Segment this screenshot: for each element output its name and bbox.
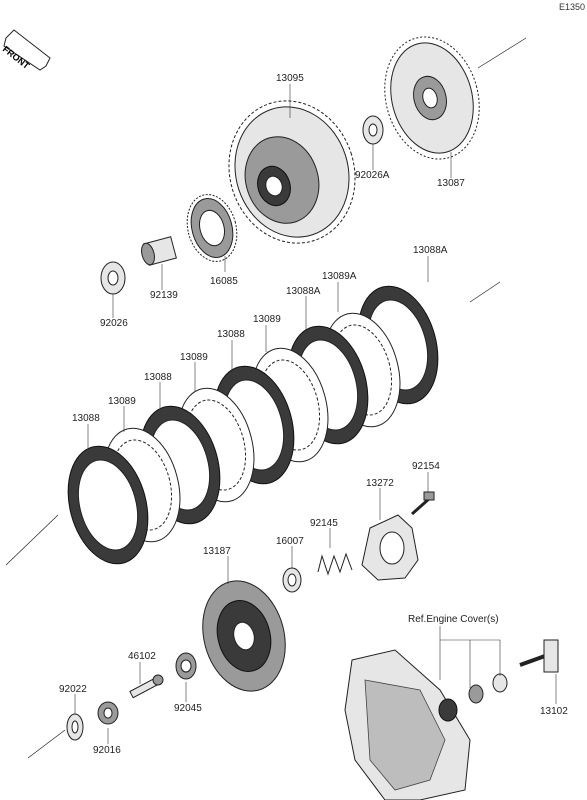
part-label-13089-c[interactable]: 13089	[108, 396, 136, 407]
ref-engine-cover-label[interactable]: Ref.Engine Cover(s)	[408, 614, 499, 625]
part-label-92145[interactable]: 92145	[310, 518, 338, 529]
part-label-13088a[interactable]: 13088A	[286, 286, 321, 297]
part-label-13088-b[interactable]: 13088	[144, 372, 172, 383]
part-label-92026a[interactable]: 92026A	[355, 170, 390, 181]
axis-line-left	[5, 514, 59, 566]
lifter-plate-part	[361, 514, 419, 581]
collar-part	[141, 236, 177, 266]
part-label-13087[interactable]: 13087	[437, 178, 465, 189]
part-label-13102[interactable]: 13102	[540, 706, 568, 717]
ref-bracket-line	[439, 626, 501, 688]
axis-line-top	[477, 37, 527, 69]
outer-washer-part	[66, 713, 84, 741]
part-label-92045[interactable]: 92045	[174, 703, 202, 714]
part-label-92139[interactable]: 92139	[150, 290, 178, 301]
part-label-46102[interactable]: 46102	[128, 651, 156, 662]
washer-92026a-part	[362, 115, 384, 145]
nut-part	[97, 701, 119, 725]
part-label-13272[interactable]: 13272	[366, 478, 394, 489]
primary-gear-part	[384, 36, 480, 160]
axis-line-bottom	[27, 729, 66, 759]
part-label-92016[interactable]: 92016	[93, 745, 121, 756]
part-label-16007[interactable]: 16007	[276, 536, 304, 547]
pushrod-part	[129, 674, 164, 699]
part-label-13088a-top[interactable]: 13088A	[413, 245, 448, 256]
part-label-13088-c[interactable]: 13088	[72, 413, 100, 424]
diagram-code: E1350	[558, 2, 585, 12]
part-label-92154[interactable]: 92154	[412, 461, 440, 472]
axis-line-mid	[469, 281, 501, 303]
clutch-hub-part	[202, 580, 286, 692]
bearing-part	[175, 652, 197, 680]
clutch-plate-stack	[67, 285, 439, 565]
part-label-13089-a[interactable]: 13089	[253, 314, 281, 325]
bolt-part	[411, 491, 435, 516]
clutch-housing-part	[228, 100, 356, 244]
part-label-92022[interactable]: 92022	[59, 684, 87, 695]
part-label-13187[interactable]: 13187	[203, 546, 231, 557]
part-label-13089-b[interactable]: 13089	[180, 352, 208, 363]
spring-part	[317, 552, 353, 576]
engine-cover-part	[344, 649, 508, 800]
release-lever-part	[519, 639, 559, 673]
part-label-13088-a[interactable]: 13088	[217, 329, 245, 340]
part-label-13095[interactable]: 13095	[276, 73, 304, 84]
part-label-13089a[interactable]: 13089A	[322, 271, 357, 282]
part-label-16085[interactable]: 16085	[210, 276, 238, 287]
spring-washer-part	[282, 567, 302, 593]
front-arrow-icon	[3, 29, 51, 71]
part-label-92026[interactable]: 92026	[100, 318, 128, 329]
washer-92026-part	[100, 261, 126, 295]
leader-lines	[74, 84, 557, 744]
sprocket-part	[186, 194, 238, 262]
